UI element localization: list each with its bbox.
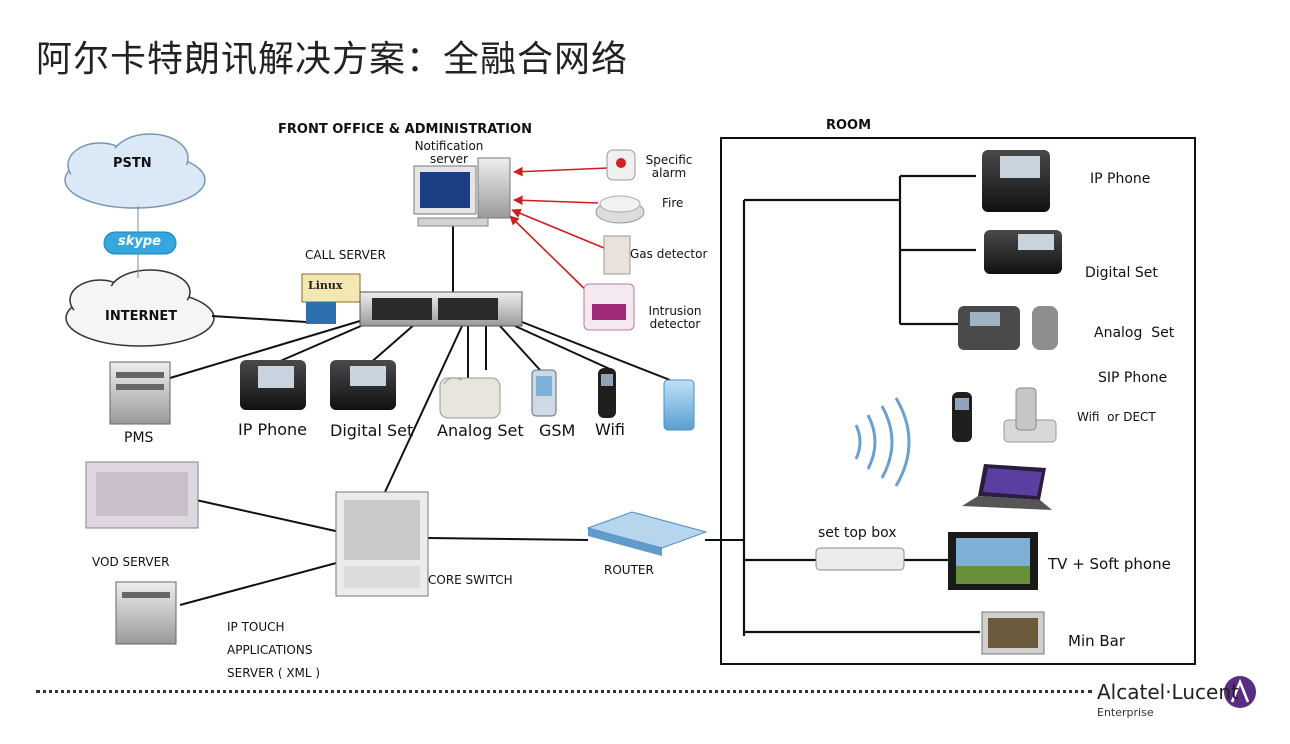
linux-label: Linux [308, 279, 343, 292]
tv-soft-phone-label: TV + Soft phone [1048, 555, 1171, 573]
room-wifi-dect-label: Wifi or DECT [1077, 410, 1156, 424]
room-dect-phone-icon [1003, 387, 1057, 443]
min-bar-label: Min Bar [1068, 632, 1126, 650]
gsm-phone-icon [531, 369, 557, 417]
pstn-label: PSTN [113, 156, 152, 171]
specific-alarm-label: Specific alarm [645, 153, 693, 180]
alarm-arrows [509, 166, 609, 301]
room-ip-phone-label: IP Phone [1090, 171, 1151, 187]
fire-label: Fire [662, 196, 684, 210]
specific-alarm-icon [606, 149, 636, 181]
brand-subtitle: Enterprise [1097, 706, 1154, 719]
intrusion-detector-icon [583, 283, 635, 331]
digital-set-label: Digital Set [330, 421, 414, 440]
brand-name: Alcatel·Lucent [1097, 680, 1239, 704]
room-analog-set-icon [958, 306, 1058, 350]
notification-server-icon [413, 157, 511, 227]
intrusion-detector-label: Intrusion detector [648, 304, 702, 331]
gas-detector-icon [603, 235, 631, 275]
room-digital-set-label: Digital Set [1085, 265, 1158, 281]
room-label: ROOM [826, 118, 872, 133]
call-server-icon [306, 291, 523, 327]
wifi-waves-icon [854, 397, 911, 487]
skype-label: skype [118, 234, 161, 249]
ip-touch-label-1: IP TOUCH [227, 620, 285, 634]
connection-lines [169, 220, 744, 606]
internet-cloud [65, 269, 215, 347]
footer-divider [36, 690, 1092, 693]
notification-server-label: Notification server [414, 139, 484, 166]
linux-badge-icon [301, 273, 361, 303]
room-box [720, 137, 1196, 665]
vod-server-icon [85, 461, 199, 529]
minibar-icon [981, 611, 1045, 655]
gsm-label: GSM [539, 421, 576, 440]
fire-detector-icon [595, 195, 645, 224]
tv-icon [948, 532, 1038, 590]
room-laptop-icon [962, 464, 1052, 510]
ip-phone-label: IP Phone [238, 420, 308, 439]
room-sip-phone-label: SIP Phone [1098, 370, 1168, 386]
digital-set-icon [330, 360, 396, 410]
skype-logo [103, 231, 177, 255]
core-switch-label: CORE SWITCH [428, 573, 513, 587]
ip-phone-icon [240, 360, 306, 410]
vod-server-label: VOD SERVER [92, 555, 170, 569]
room-analog-set-label: Analog Set [1094, 325, 1175, 341]
analog-set-icon [439, 377, 501, 419]
router-label: ROUTER [604, 563, 654, 577]
analog-set-label: Analog Set [437, 421, 524, 440]
front-office-label: FRONT OFFICE & ADMINISTRATION [278, 122, 532, 137]
internet-label: INTERNET [105, 309, 178, 324]
set-top-box-label: set top box [818, 525, 897, 541]
room-ip-phone-icon [982, 150, 1050, 212]
room-digital-set-icon [984, 230, 1062, 274]
xml-server-icon [115, 581, 177, 645]
wifi-label: Wifi [595, 420, 625, 439]
pms-label: PMS [124, 430, 154, 446]
gas-detector-label: Gas detector [630, 247, 708, 261]
ip-touch-label-2: APPLICATIONS [227, 643, 313, 657]
pstn-cloud [64, 133, 206, 209]
alcatel-lucent-logo-icon [1224, 676, 1256, 708]
room-connections [742, 174, 980, 636]
page-title: 阿尔卡特朗讯解决方案：全融合网络 [36, 39, 629, 80]
set-top-box-icon [815, 547, 905, 571]
access-point-icon [663, 379, 695, 431]
call-server-label: CALL SERVER [305, 248, 386, 262]
ip-touch-label-3: SERVER ( XML ) [227, 666, 321, 680]
pms-server-icon [109, 361, 171, 425]
core-switch-icon [335, 491, 429, 597]
room-sip-mobile-icon [952, 392, 972, 442]
router-icon [586, 511, 708, 556]
wifi-phone-icon [598, 368, 616, 418]
